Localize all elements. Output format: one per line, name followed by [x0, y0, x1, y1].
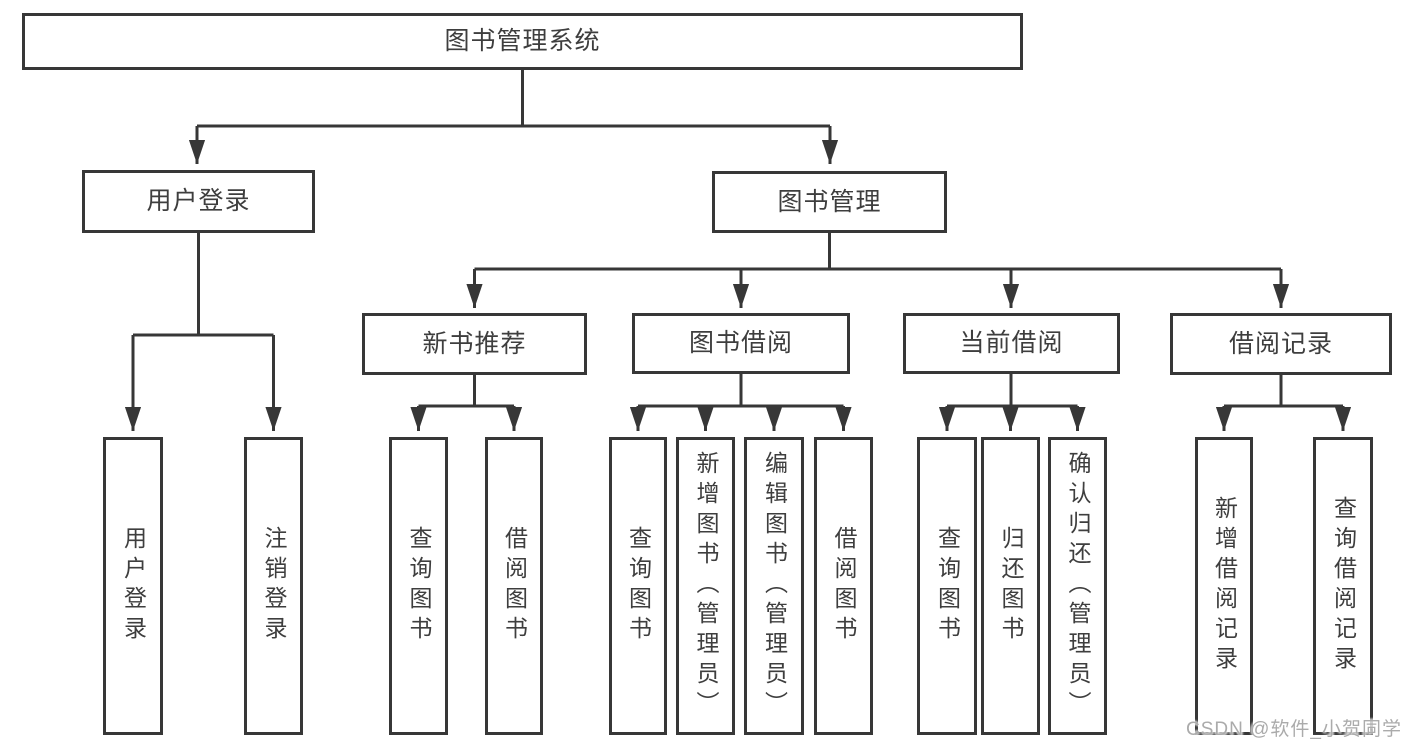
leaf-borrow-books-borrowing: 借阅图书: [814, 437, 873, 735]
node-library-management-system: 图书管理系统: [22, 13, 1023, 70]
leaf-borrow-books-recommend: 借阅图书: [485, 437, 543, 735]
leaf-add-book-admin: 新增图书（管理员）: [676, 437, 735, 735]
node-new-book-recommendation: 新书推荐: [362, 313, 587, 375]
leaf-user-login: 用户登录: [103, 437, 163, 735]
node-book-borrowing: 图书借阅: [632, 313, 850, 374]
leaf-query-borrow-record: 查询借阅记录: [1313, 437, 1373, 735]
leaf-edit-book-admin: 编辑图书（管理员）: [744, 437, 804, 735]
node-current-borrowing: 当前借阅: [903, 313, 1120, 374]
leaf-add-borrow-record: 新增借阅记录: [1195, 437, 1253, 735]
node-user-login: 用户登录: [82, 170, 315, 233]
watermark-text: CSDN @软件_小贺同学: [1186, 719, 1402, 740]
leaf-query-books-borrowing: 查询图书: [609, 437, 667, 735]
leaf-return-books: 归还图书: [981, 437, 1040, 735]
leaf-confirm-return-admin: 确认归还（管理员）: [1048, 437, 1107, 735]
leaf-query-books-recommend: 查询图书: [389, 437, 448, 735]
node-book-management: 图书管理: [712, 171, 947, 233]
node-borrowing-records: 借阅记录: [1170, 313, 1392, 375]
leaf-logout: 注销登录: [244, 437, 303, 735]
leaf-query-books-current: 查询图书: [917, 437, 977, 735]
